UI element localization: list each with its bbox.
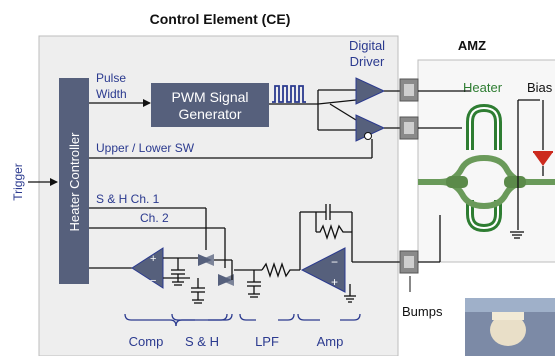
pwm-label-1: PWM Signal — [171, 89, 248, 105]
heater-label: Heater — [463, 80, 503, 95]
amplifier-plus-sign: + — [331, 275, 338, 289]
sh-ch2-label: Ch. 2 — [140, 211, 169, 225]
digital-driver-label-1: Digital — [349, 38, 385, 53]
bias-label: Bias — [527, 80, 553, 95]
digital-driver-label-2: Driver — [350, 54, 385, 69]
section-label-comp: Comp — [129, 334, 164, 349]
pulse-width-label-2: Width — [96, 87, 127, 101]
bump-upper — [400, 79, 418, 101]
amplifier-minus-sign: − — [331, 255, 338, 269]
pulse-width-label-1: Pulse — [96, 71, 126, 85]
bump-lower — [400, 251, 418, 273]
comparator-plus-sign: + — [150, 253, 156, 265]
inverter-bubble — [365, 133, 372, 140]
sh-ch1-label: S & H Ch. 1 — [96, 192, 160, 206]
heater-controller-label: Heater Controller — [67, 132, 82, 232]
section-label-sh: S & H — [185, 334, 219, 349]
comparator-minus-sign: − — [150, 275, 156, 287]
amz-title: AMZ — [458, 38, 486, 53]
coupler-left — [446, 176, 468, 188]
coupler-right — [504, 176, 526, 188]
bump-photo — [465, 298, 555, 356]
section-label-lpf: LPF — [255, 334, 279, 349]
upper-lower-sw-label: Upper / Lower SW — [96, 141, 195, 155]
diagram-title: Control Element (CE) — [150, 11, 291, 27]
trigger-label: Trigger — [11, 163, 25, 201]
bump-middle — [400, 117, 418, 139]
bumps-label: Bumps — [402, 304, 443, 319]
pwm-label-2: Generator — [178, 106, 241, 122]
section-label-amp: Amp — [317, 334, 344, 349]
